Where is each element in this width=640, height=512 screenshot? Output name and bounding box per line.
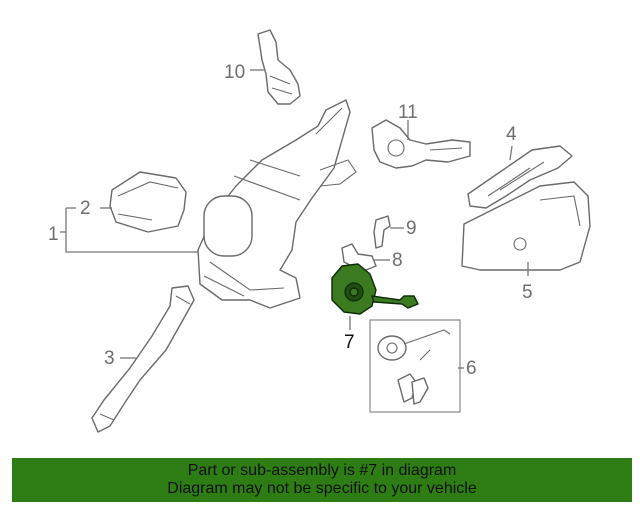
part-5-lower-cover xyxy=(461,181,591,271)
callout-4: 4 xyxy=(506,124,517,145)
banner-line-2: Diagram may not be specific to your vehi… xyxy=(167,480,477,497)
callout-8: 8 xyxy=(392,250,403,271)
part-1-steering-column xyxy=(197,99,357,309)
part-info-banner: Part or sub-assembly is #7 in diagram Di… xyxy=(12,458,632,502)
part-11-combination-switch xyxy=(371,119,471,169)
part-9-bolt xyxy=(373,215,391,249)
part-10-switch-lever xyxy=(257,29,301,105)
callout-9: 9 xyxy=(406,218,417,239)
callout-7: 7 xyxy=(344,332,355,353)
part-7-ignition-switch xyxy=(331,263,419,315)
part-2-module xyxy=(109,171,187,233)
part-3-intermediate-shaft xyxy=(91,285,195,433)
leader-lines xyxy=(60,69,529,369)
banner-line-1: Part or sub-assembly is #7 in diagram xyxy=(187,462,457,479)
part-6-key-cylinder-set xyxy=(369,319,461,413)
part-8-clamp xyxy=(341,243,377,271)
callout-10: 10 xyxy=(224,62,245,83)
callout-2: 2 xyxy=(80,198,91,219)
parts-diagram: 10 11 4 2 1 9 8 5 7 6 3 xyxy=(48,29,591,433)
callout-3: 3 xyxy=(104,348,115,369)
callout-11: 11 xyxy=(398,102,418,123)
callout-1: 1 xyxy=(48,224,59,245)
part-4-upper-cover xyxy=(467,145,573,209)
callout-6: 6 xyxy=(466,358,477,379)
callout-5: 5 xyxy=(522,282,533,303)
